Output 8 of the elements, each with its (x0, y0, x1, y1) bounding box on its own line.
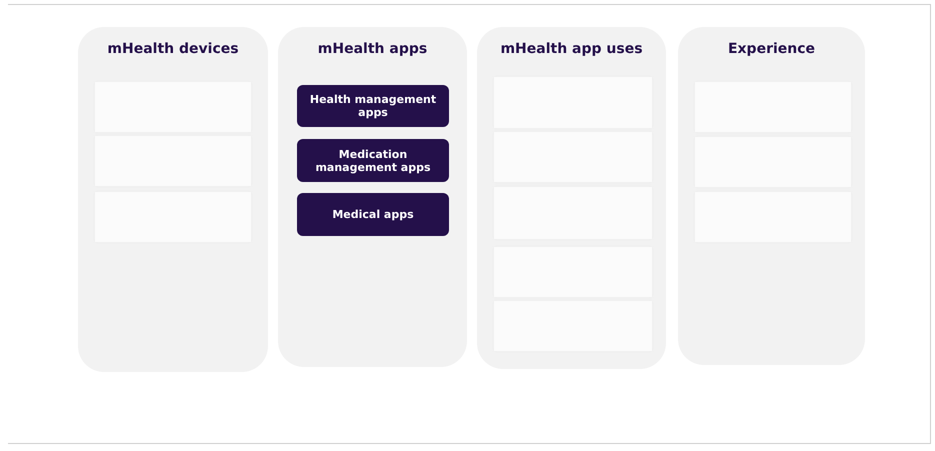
column-heading: mHealth app uses (499, 41, 644, 57)
column-heading: mHealth apps (316, 41, 428, 57)
category-box: Medical apps (297, 193, 449, 236)
column-heading: Experience (726, 41, 816, 57)
category-box: Health management apps (297, 85, 449, 127)
column-heading: mHealth devices (106, 41, 240, 57)
category-box: Medication management apps (297, 139, 449, 182)
column-panel (278, 27, 467, 367)
